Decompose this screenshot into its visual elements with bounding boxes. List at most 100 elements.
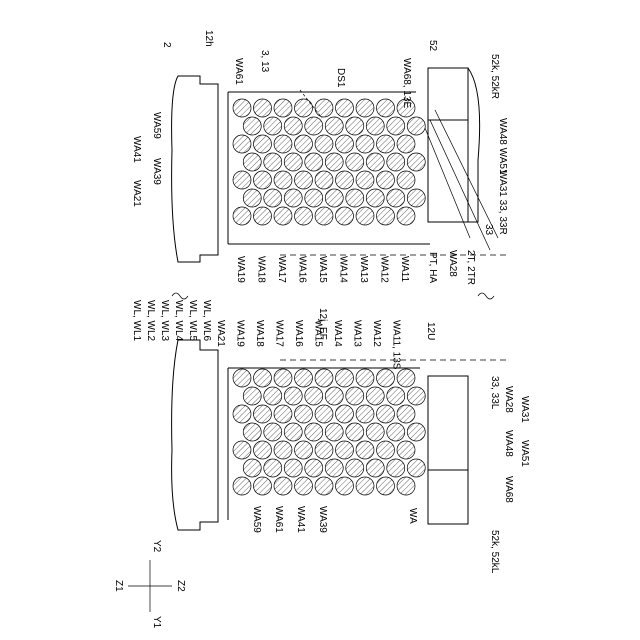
upper-wire-conductor [366, 153, 384, 171]
upper-wire-conductor [274, 171, 292, 189]
housing-52-upper [428, 68, 468, 222]
lower-wire-conductor [315, 369, 333, 387]
lower-wire-conductor [356, 369, 374, 387]
upper-core-12h [172, 76, 218, 262]
label-52: 52 [427, 40, 438, 52]
lower-top-labels: WA21WA19WA18WA17WA16WA15WA14WA13WA12WA11… [215, 320, 402, 370]
upper-wire-conductor [305, 189, 323, 207]
lower-wire-conductor [366, 387, 384, 405]
upper-bottom-label: WA17 [276, 256, 287, 283]
lower-wire-conductor [254, 441, 272, 459]
lower-wire-conductor [377, 441, 395, 459]
lower-wire-conductor [315, 441, 333, 459]
upper-wire-conductor [274, 99, 292, 117]
lower-top-label: WA19 [235, 320, 246, 347]
lower-wire-conductor [397, 369, 415, 387]
lower-wl-label: WL, WL6 [201, 300, 212, 342]
upper-wire-conductor [407, 153, 425, 171]
upper-wire-conductor [377, 99, 395, 117]
upper-wire-conductor [233, 135, 251, 153]
lower-wl-label: WL, WL4 [173, 300, 184, 342]
lower-wire-conductor [356, 405, 374, 423]
label-33-33L: 33, 33L [489, 376, 500, 410]
axis-indicator: Z1 Z2 Y2 Y1 [113, 540, 186, 629]
lower-wire-conductor [336, 477, 354, 495]
lower-wire-conductor [254, 477, 272, 495]
lower-wire-conductor [346, 459, 364, 477]
upper-bottom-label: WA14 [338, 256, 349, 283]
upper-wire-conductor [315, 99, 333, 117]
upper-wire-conductor [284, 153, 302, 171]
upper-wire-conductor [305, 153, 323, 171]
upper-wire-conductor [356, 171, 374, 189]
lower-wire-conductor [243, 459, 261, 477]
lower-wire-conductor [243, 423, 261, 441]
lower-wire-conductor [336, 405, 354, 423]
upper-wire-conductor [233, 99, 251, 117]
lower-wire-conductor [356, 441, 374, 459]
lower-right-label: WA51 [519, 440, 530, 467]
upper-wire-conductor [377, 171, 395, 189]
lower-wire-conductor [377, 477, 395, 495]
lower-wire-conductor [387, 387, 405, 405]
lower-wire-conductor [407, 423, 425, 441]
plate-line-3 [435, 110, 498, 238]
upper-wire-conductor [366, 117, 384, 135]
lower-wire-conductor [284, 423, 302, 441]
lower-bottom-labels: WA59WA61WA41WA39 [251, 506, 328, 533]
axis-z1-label: Z1 [113, 580, 124, 592]
lower-wire-conductor [274, 477, 292, 495]
label-wa39: WA39 [151, 158, 162, 185]
lower-wire-conductor [346, 423, 364, 441]
lower-wire-conductor [295, 405, 313, 423]
upper-wire-conductor [295, 135, 313, 153]
label-pt-ha: PT, HA [427, 252, 438, 283]
upper-wire-conductor [356, 135, 374, 153]
upper-bottom-label: WA19 [235, 256, 246, 283]
label-52k-52kL: 52k, 52kL [489, 530, 500, 574]
upper-wire-conductor [243, 117, 261, 135]
upper-wire-conductor [397, 207, 415, 225]
lower-wire-conductor [325, 459, 343, 477]
upper-wire-conductor [356, 207, 374, 225]
upper-wire-conductor [254, 207, 272, 225]
lower-bottom-label: WA41 [295, 506, 306, 533]
lower-top-label: WA18 [254, 320, 265, 347]
lower-wire-conductor [325, 423, 343, 441]
lower-top-label: WA14 [332, 320, 343, 347]
upper-wire-conductor [295, 99, 313, 117]
lower-wire-conductor [233, 369, 251, 387]
lower-wire-conductor [377, 369, 395, 387]
lower-wire-conductor [336, 441, 354, 459]
lower-top-label: WA13 [352, 320, 363, 347]
upper-wire-conductor [233, 171, 251, 189]
lower-wire-conductor [264, 459, 282, 477]
lower-bottom-label: WA61 [273, 506, 284, 533]
lower-top-label: WA16 [293, 320, 304, 347]
upper-wire-grid [233, 99, 425, 225]
lower-wire-conductor [295, 369, 313, 387]
lower-wire-conductor [315, 405, 333, 423]
label-wa59: WA59 [151, 112, 162, 139]
label-wa61: WA61 [233, 58, 244, 85]
upper-wire-conductor [325, 189, 343, 207]
lower-wire-conductor [397, 405, 415, 423]
lower-top-label: WA17 [274, 320, 285, 347]
upper-wire-conductor [377, 207, 395, 225]
upper-wire-conductor [366, 189, 384, 207]
upper-wire-conductor [295, 207, 313, 225]
axis-y1-label: Y1 [151, 616, 162, 629]
lower-top-label: WA21 [215, 320, 226, 347]
lower-wire-conductor [387, 459, 405, 477]
upper-wire-conductor [346, 117, 364, 135]
lower-top-label: WA11, 13S [391, 320, 402, 370]
label-33: 33 [483, 224, 494, 236]
lower-wire-conductor [305, 387, 323, 405]
lower-right-label: WA31 [519, 396, 530, 423]
upper-wire-conductor [336, 207, 354, 225]
label-12j-ef: 12j, EF [317, 308, 328, 340]
upper-wire-conductor [274, 135, 292, 153]
upper-wire-conductor [243, 189, 261, 207]
upper-wire-conductor [407, 117, 425, 135]
